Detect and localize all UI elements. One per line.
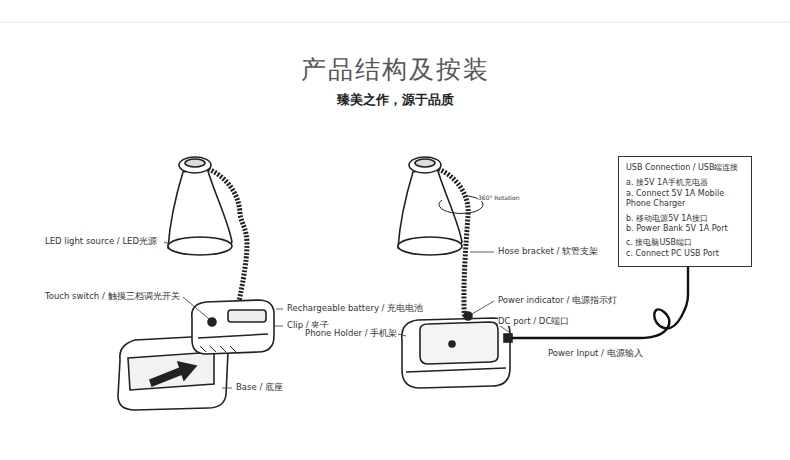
box-heading: USB Connection / USB端连接	[626, 163, 744, 173]
part-label: Power Input / 电源输入	[548, 348, 643, 358]
box-item: c. Connect PC USB Port	[626, 249, 744, 259]
box-item: b. Power Bank 5V 1A Port	[626, 224, 744, 234]
part-label: DC port / DC端口	[498, 316, 569, 326]
subtitle: 臻美之作，源于品质	[337, 92, 454, 108]
part-label: Base / 底座	[236, 382, 283, 392]
part-label: Touch switch / 触摸三档调光开关	[45, 291, 180, 301]
part-label: Rechargeable battery / 充电电池	[287, 303, 423, 313]
box-item: c. 接电脑USB端口	[626, 238, 744, 248]
part-label: Phone Holder / 手机架	[305, 328, 397, 338]
usb-info-box: USB Connection / USB端连接 a. 接5V 1A手机充电器a. …	[618, 156, 752, 267]
box-item: b. 移动电源5V 1A接口	[626, 214, 744, 224]
page-title: 产品结构及按装	[301, 55, 490, 85]
rotation-note: 360° Rotation	[478, 194, 519, 201]
leader-lines	[164, 242, 512, 388]
box-item: a. 接5V 1A手机充电器	[626, 178, 744, 188]
part-label: Hose bracket / 软管支架	[498, 246, 598, 256]
top-rule	[0, 22, 790, 23]
box-item: a. Connect 5V 1A Mobile Phone Charger	[626, 189, 744, 210]
part-label: LED light source / LED光源	[45, 236, 157, 246]
left-lamp	[118, 157, 274, 410]
right-lamp	[398, 157, 512, 388]
part-label: Power indicator / 电源指示灯	[498, 295, 617, 305]
